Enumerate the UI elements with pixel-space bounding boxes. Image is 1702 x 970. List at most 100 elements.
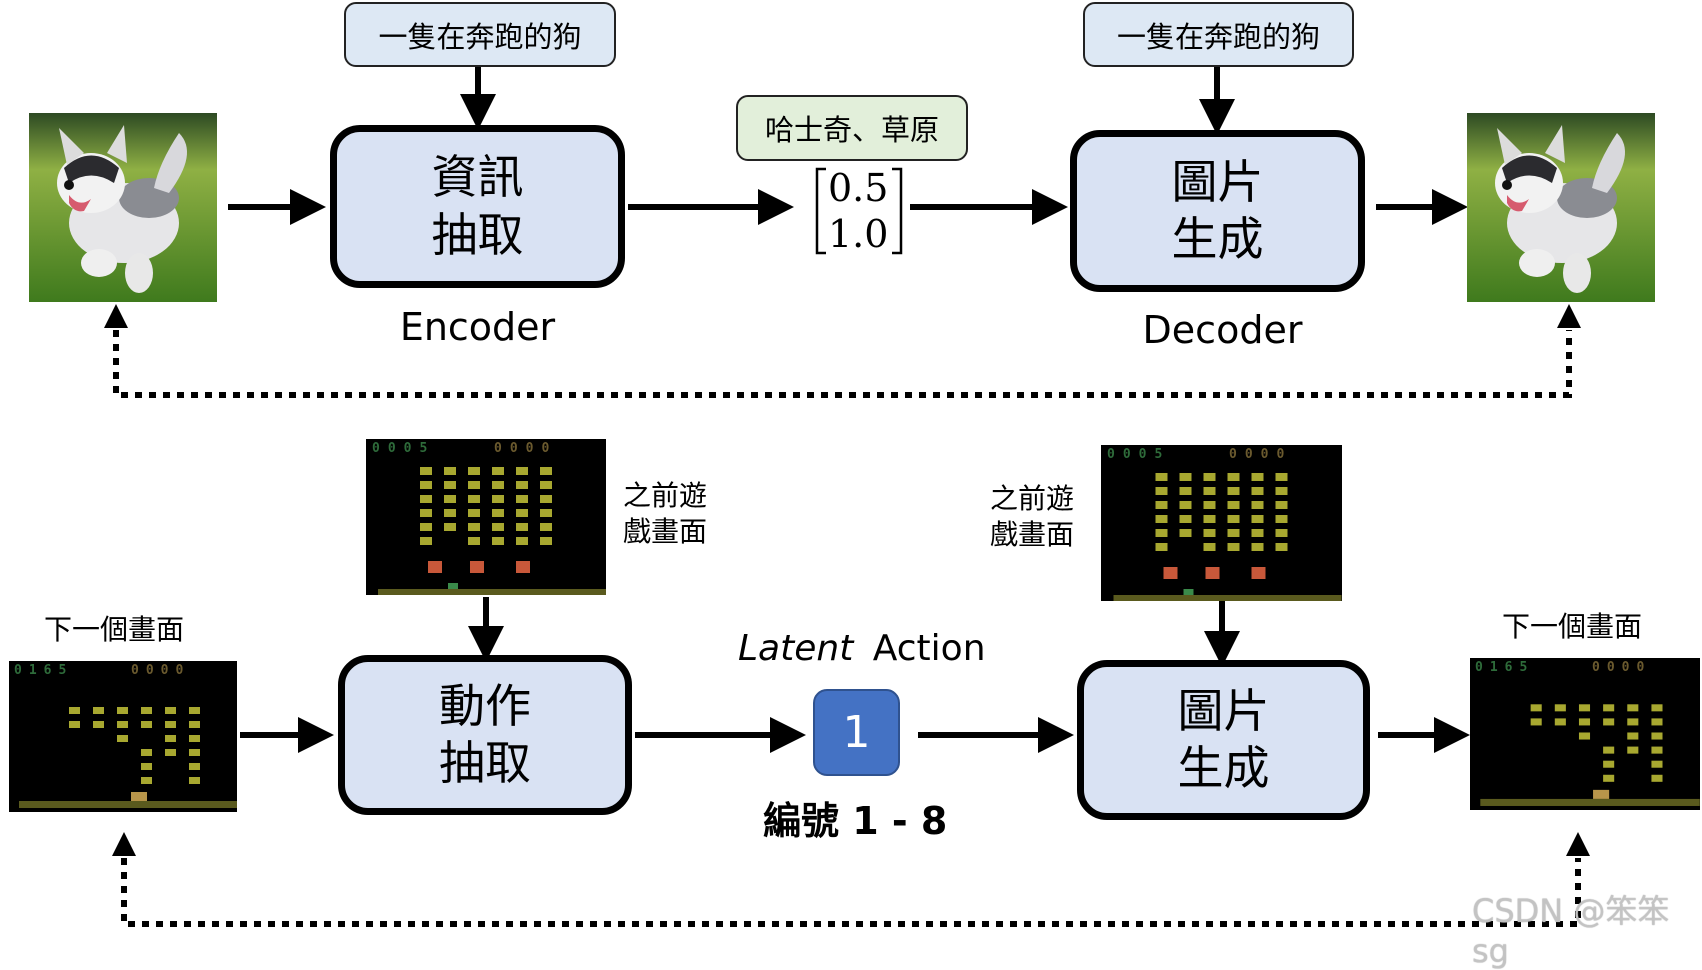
alien [1578,718,1591,726]
alien [1251,501,1264,509]
prev-frame-label-left-line2: 戲畫面 [623,515,708,549]
alien [1155,487,1168,495]
player-cannon [448,583,458,589]
alien [492,509,504,517]
alien [516,537,528,545]
latent-action-range: 編號 1 - 8 [763,799,948,843]
alien [1578,704,1591,712]
alien [1651,760,1663,768]
alien [1530,718,1542,726]
alien [1627,704,1639,712]
alien [1627,732,1639,740]
alien [1251,529,1264,537]
alien [1275,529,1288,537]
alien [1179,501,1192,509]
bunker [1251,567,1266,579]
alien [468,495,480,503]
alien [540,481,552,489]
dotted-loop-top-arrowhead-right [1557,304,1581,328]
next-game-frame-input: 0165 0000 [9,661,237,812]
action-module-line2: 抽取 [439,736,531,790]
alien [69,707,80,714]
latent-action-code-box: 1 [813,689,900,776]
alien [117,721,128,728]
alien [1203,515,1216,523]
alien [165,707,176,714]
alien [189,707,200,714]
frame-gen-line1: 圖片 [1177,683,1270,738]
alien [420,523,432,531]
prev-game-frame-encoder: 0005 0000 [366,439,606,595]
prev-frame-label-right-line2: 戲畫面 [990,518,1075,552]
alien [468,523,480,531]
alien [1179,473,1192,481]
decoder-label: Decoder [1142,308,1303,352]
bunker [516,561,530,573]
alien [141,721,152,728]
bunker [1205,567,1220,579]
prev-frame-score-right: 0000 [494,441,558,456]
alien [516,481,528,489]
output-dog-image [1467,113,1655,302]
alien [468,537,480,545]
alien [117,707,128,714]
alien [516,509,528,517]
alien [1578,732,1591,740]
alien [516,467,528,475]
latent-action-title-rest: Action [872,628,986,669]
alien [1227,487,1240,495]
alien [117,735,128,742]
alien [444,467,456,475]
connectors-layer [104,67,1590,927]
alien [1275,473,1288,481]
latent-action-code: 1 [842,707,871,758]
alien [189,735,200,742]
alien [1155,543,1168,551]
prev-frame-label-right: 之前遊 戲畫面 [990,481,1074,554]
encoder-module-line1: 資訊 [431,150,524,204]
alien [1651,746,1663,754]
alien [1651,718,1663,726]
next-frame-label-right: 下一個畫面 [1502,610,1643,643]
encoder-label: Encoder [399,305,556,349]
alien [1251,515,1264,523]
alien [1251,487,1264,495]
player-cannon [1593,789,1610,799]
prev-frame-score-left: 0005 [1107,447,1171,462]
alien [444,481,456,489]
alien [1554,704,1566,712]
decoder-module-line1: 圖片 [1171,154,1264,209]
alien [420,509,432,517]
player-cannon [131,792,147,801]
alien [1155,473,1168,481]
alien [540,537,552,545]
alien [1251,543,1264,551]
dotted-loop-top-arrowhead-left [104,304,128,328]
alien [1227,501,1240,509]
bunker [1163,567,1178,579]
alien [1227,543,1240,551]
alien [165,721,176,728]
next-frame-label-left: 下一個畫面 [44,613,185,646]
alien [540,509,552,517]
decoder-prompt-text: 一隻在奔跑的狗 [1116,19,1320,54]
alien [1227,515,1240,523]
alien [1203,487,1216,495]
alien [1203,473,1216,481]
next-frame-score-right: 0000 [1592,660,1652,675]
alien [93,721,104,728]
frame-generation-module: 圖片 生成 [1077,660,1370,820]
alien [492,467,504,475]
alien [165,735,176,742]
alien [1603,718,1615,726]
alien [141,749,152,756]
alien [1275,487,1288,495]
alien [165,749,176,756]
next-frame-score-right: 0000 [131,663,191,678]
input-dog-image [29,113,217,302]
latent-tags-text: 哈士奇、草原 [764,113,939,147]
decoder-module-line2: 生成 [1171,212,1264,266]
alien [1627,718,1639,726]
alien [1275,515,1288,523]
alien [1603,704,1615,712]
